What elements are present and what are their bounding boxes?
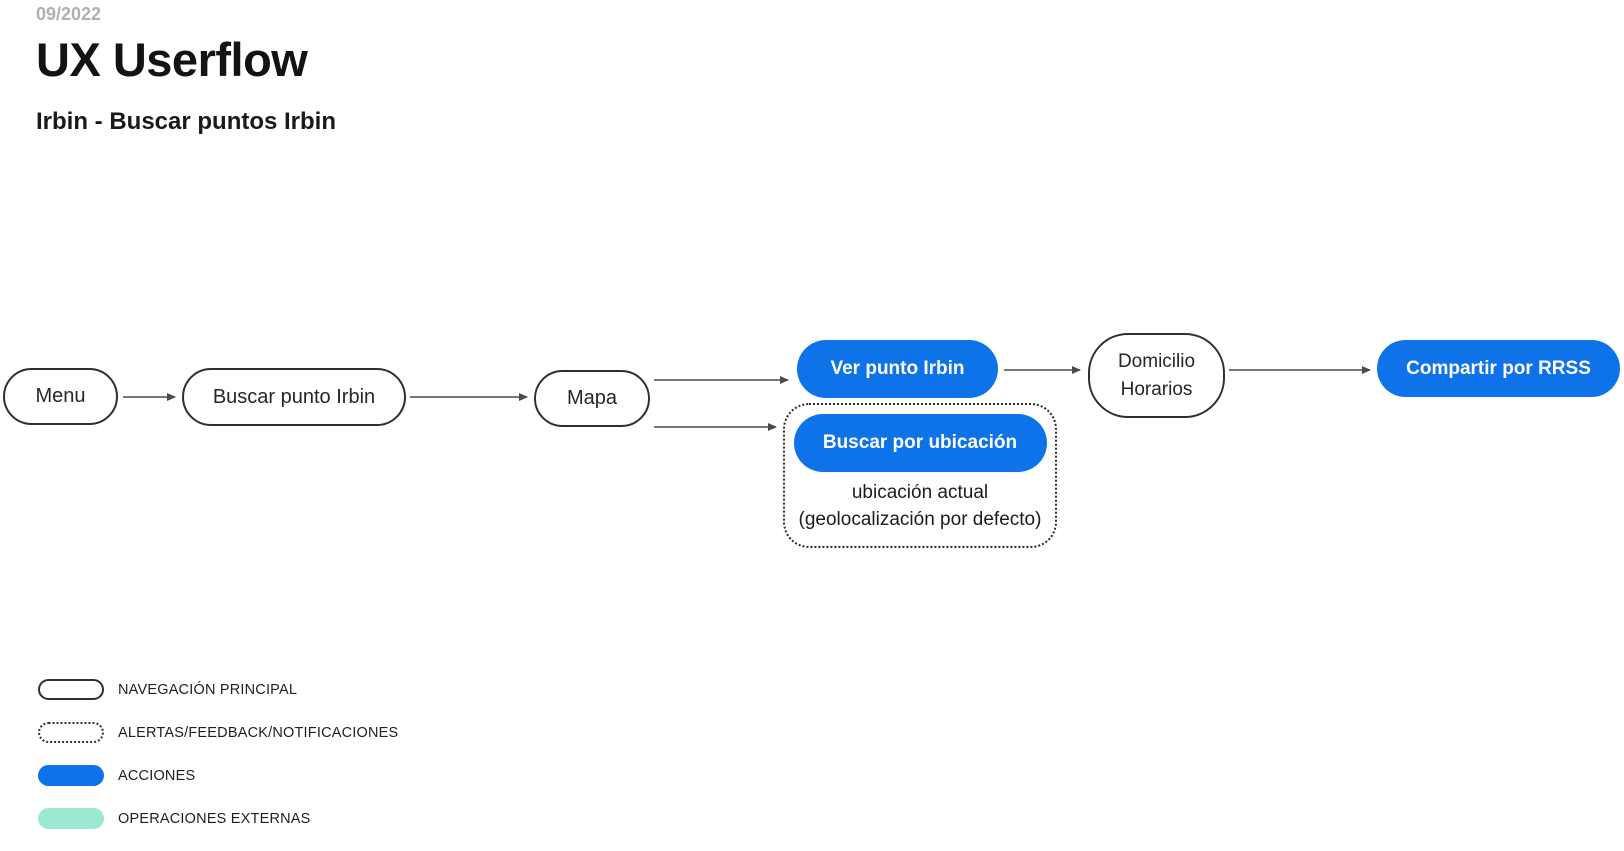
alert-note-line1: ubicación actual (851, 482, 989, 503)
legend-chip-external (38, 808, 104, 829)
alert-note-line2: (geolocalización por defecto) (798, 509, 1042, 530)
flow-node-label-line2: Horarios (1120, 378, 1193, 400)
flow-node-buscar-punto-irbin[interactable]: Buscar punto Irbin (182, 368, 406, 426)
flow-node-compartir-por-rrss[interactable]: Compartir por RRSS (1377, 340, 1620, 397)
page-subtitle: Irbin - Buscar puntos Irbin (36, 108, 337, 135)
legend: NAVEGACIÓN PRINCIPAL ALERTAS/FEEDBACK/NO… (38, 679, 398, 851)
legend-label: ACCIONES (118, 767, 196, 784)
legend-chip-action (38, 765, 104, 786)
legend-item-acciones: ACCIONES (38, 765, 398, 786)
flow-node-domicilio-horarios[interactable]: Domicilio Horarios (1088, 333, 1225, 418)
legend-item-alertas: ALERTAS/FEEDBACK/NOTIFICACIONES (38, 722, 398, 743)
legend-item-navegacion-principal: NAVEGACIÓN PRINCIPAL (38, 679, 398, 700)
legend-chip-alert (38, 722, 104, 743)
flow-node-label: Ver punto Irbin (830, 358, 965, 379)
date-label: 09/2022 (36, 4, 102, 24)
flow-node-mapa[interactable]: Mapa (534, 370, 650, 427)
flow-node-menu[interactable]: Menu (3, 368, 118, 425)
flow-node-label: Compartir por RRSS (1406, 357, 1591, 379)
flow-node-buscar-por-ubicacion[interactable]: Buscar por ubicación (793, 414, 1047, 472)
flow-node-label: Menu (35, 385, 86, 407)
flow-node-ver-punto-irbin[interactable]: Ver punto Irbin (797, 340, 998, 398)
legend-chip-navigation (38, 679, 104, 700)
flow-node-label: Mapa (566, 387, 618, 409)
alert-box-geolocalizacion: Buscar por ubicación ubicación actual (g… (783, 403, 1057, 548)
legend-label: OPERACIONES EXTERNAS (118, 810, 311, 827)
legend-label: NAVEGACIÓN PRINCIPAL (118, 681, 298, 698)
flow-node-label: Buscar punto Irbin (212, 385, 376, 408)
legend-item-operaciones-externas: OPERACIONES EXTERNAS (38, 808, 398, 829)
page-title: UX Userflow (36, 33, 308, 86)
flow-node-label: Buscar por ubicación (822, 432, 1018, 453)
flow-node-label-line1: Domicilio (1117, 350, 1196, 372)
alert-note: ubicación actual (geolocalización por de… (799, 479, 1042, 533)
legend-label: ALERTAS/FEEDBACK/NOTIFICACIONES (118, 724, 399, 741)
